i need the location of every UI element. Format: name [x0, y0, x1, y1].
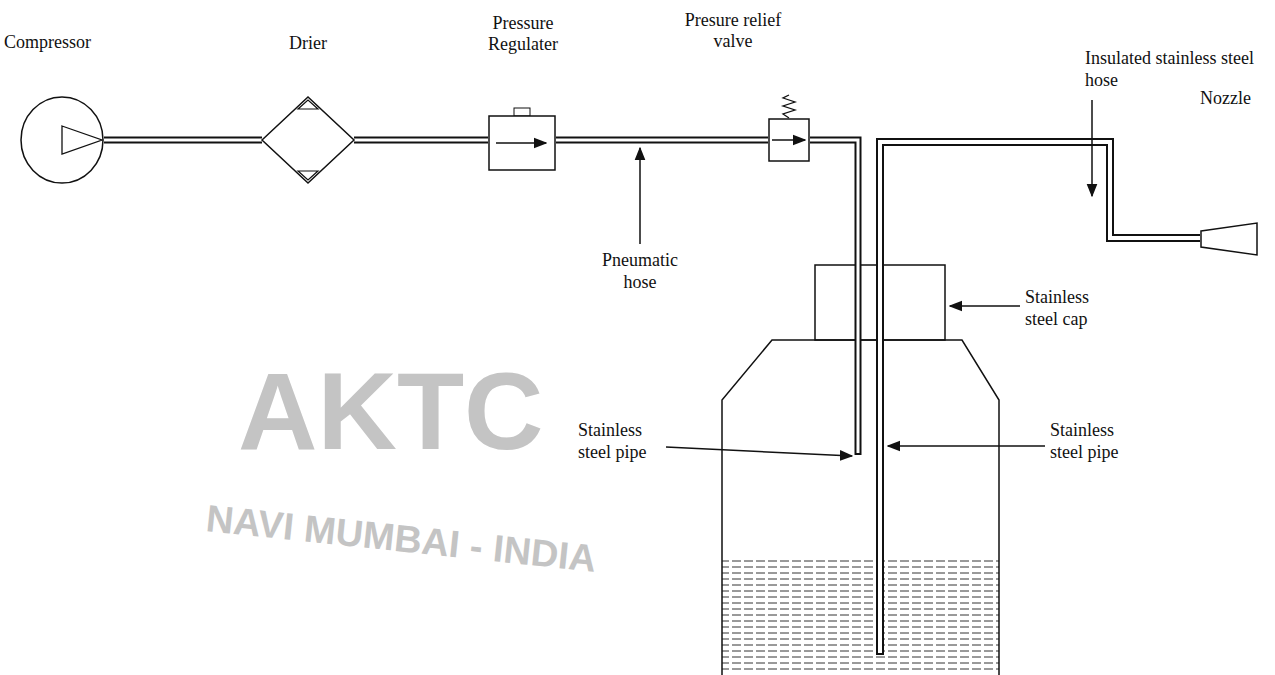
shape-outline: [262, 97, 354, 183]
component-label: Pressure Regulater: [482, 13, 564, 56]
nozzle-symbol: Nozzle: [1200, 222, 1258, 256]
leader-arrow: [888, 445, 1045, 447]
pneumatic-hose: [556, 140, 768, 141]
relief-valve-symbol: Presure relief valve: [768, 118, 810, 162]
leader-arrow: [639, 148, 641, 244]
part-label: Stainless steel pipe: [1050, 420, 1140, 463]
watermark: AKTC: [238, 345, 568, 477]
shape-outline: [768, 118, 810, 162]
shape-outline: [1200, 222, 1258, 256]
drier-symbol: Drier: [262, 97, 354, 183]
component-label: Presure relief valve: [678, 10, 788, 53]
shape-outline: [488, 108, 556, 172]
shape-outline: [20, 96, 104, 184]
part-label: Insulated stainless steel hose: [1085, 48, 1265, 91]
compressor-symbol: Compressor: [20, 96, 104, 184]
inlet-pipe: [810, 140, 858, 455]
component-label: Drier: [248, 33, 368, 55]
part-label: Stainless steel cap: [1025, 287, 1125, 330]
pneumatic-hose: [104, 140, 262, 141]
valve-spring: [783, 95, 795, 118]
part-label: Stainless steel pipe: [578, 420, 664, 463]
component-label: Nozzle: [1200, 88, 1270, 110]
watermark: NAVI MUMBAI - INDIA: [204, 496, 666, 589]
regulator-symbol: Pressure Regulater: [488, 108, 556, 172]
leader-arrow: [950, 305, 1020, 307]
liquid: [722, 556, 999, 674]
component-label: Compressor: [4, 32, 124, 54]
leader-arrow: [666, 447, 852, 456]
pneumatic-hose: [354, 140, 488, 141]
part-label: Pneumatic hose: [590, 250, 690, 293]
outlet-pipe: [880, 142, 1200, 655]
leader-arrow: [1091, 100, 1093, 196]
